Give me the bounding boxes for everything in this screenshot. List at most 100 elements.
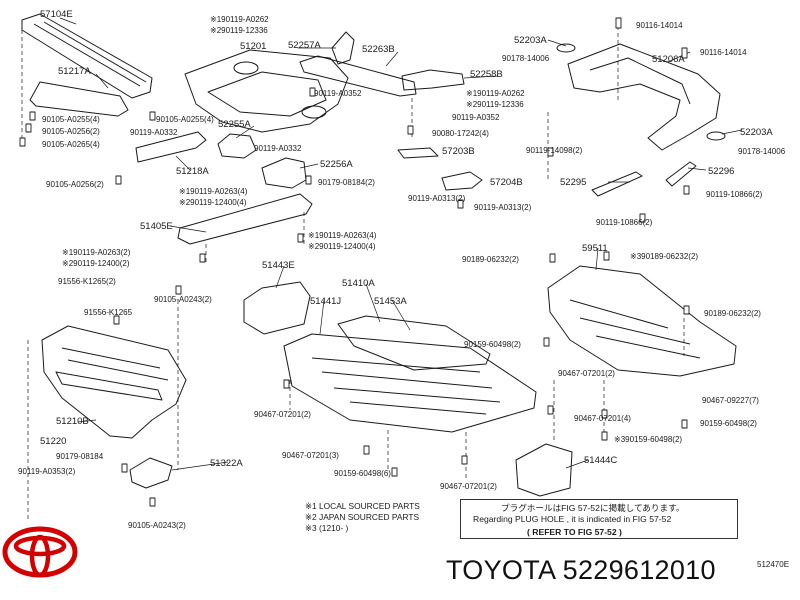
fastener-label: 90189-06232(2) bbox=[462, 255, 519, 264]
part-label: 52263B bbox=[362, 44, 395, 55]
part-51201-frame bbox=[184, 49, 349, 133]
part-51410a-ribs bbox=[311, 357, 501, 415]
legend-line: ※2 JAPAN SOURCED PARTS bbox=[305, 512, 420, 522]
note-jp: プラグホールはFIG 57-52に掲載してあります。 bbox=[501, 503, 685, 513]
part-label: 51441J bbox=[310, 296, 342, 307]
legend-line: ※1 LOCAL SOURCED PARTS bbox=[305, 501, 420, 511]
legend-line: ※3 (1210- ) bbox=[305, 523, 349, 533]
fastener-label: 90119-A0313(2) bbox=[474, 203, 532, 212]
part-51220-ribs bbox=[61, 347, 169, 381]
note-en: Regarding PLUG HOLE , it is indicated in… bbox=[473, 514, 672, 524]
part-label: 51444C bbox=[584, 455, 618, 466]
part-51453a bbox=[337, 315, 491, 371]
part-label: 52257A bbox=[288, 40, 321, 51]
part-51443e bbox=[243, 281, 311, 335]
fastener-label: 90119-10866(2) bbox=[706, 190, 763, 199]
part-label: 51217A bbox=[58, 66, 91, 77]
part-52295 bbox=[591, 171, 643, 197]
part-51206a bbox=[567, 43, 721, 151]
fastener-label: 90116-14014 bbox=[636, 21, 683, 30]
part-label: 51220 bbox=[40, 436, 67, 447]
note-ref: ( REFER TO FIG 57-52 ) bbox=[527, 527, 622, 537]
fastener-label: 90467-07201(2) bbox=[440, 482, 497, 491]
part-52203a-top bbox=[556, 43, 576, 53]
fastener-label: 90159-60498(6) bbox=[334, 469, 391, 478]
fastener-label: 90080-17242(4) bbox=[432, 129, 489, 138]
fastener-label: ※190119-A0263(4) bbox=[308, 231, 377, 240]
part-label: 52296 bbox=[708, 166, 735, 177]
part-57204b bbox=[441, 171, 483, 191]
fastener-label: 90105-A0256(2) bbox=[46, 180, 104, 189]
part-51405e bbox=[177, 193, 313, 245]
fastener-label: ※190119-A0262 bbox=[466, 89, 525, 98]
part-51206a-inner bbox=[589, 57, 691, 105]
part-57203b bbox=[397, 147, 439, 159]
fastener-label: 90105-A0243(2) bbox=[154, 295, 212, 304]
part-label: 52295 bbox=[560, 177, 587, 188]
part-51217a bbox=[29, 81, 129, 117]
part-label: 52255A bbox=[218, 119, 251, 130]
part-label: 52256A bbox=[320, 159, 353, 170]
fastener-label: 90105-A0255(4) bbox=[156, 115, 214, 124]
plug-hole-note: プラグホールはFIG 57-52に掲載してあります。 Regarding PLU… bbox=[460, 499, 738, 539]
fastener-label: ※290119-12336 bbox=[466, 100, 524, 109]
fastener-label: 90467-07201(3) bbox=[282, 451, 339, 460]
part-label: 57104E bbox=[40, 9, 73, 20]
part-label: 51405E bbox=[140, 221, 173, 232]
fastener-label: 90119-A0352 bbox=[452, 113, 500, 122]
part-label: 52258B bbox=[470, 69, 503, 80]
fastener-label: 90467-07201(4) bbox=[574, 414, 631, 423]
part-51444c bbox=[515, 443, 573, 497]
part-52255a bbox=[217, 133, 257, 159]
part-label: 51453A bbox=[374, 296, 407, 307]
part-label: 51206A bbox=[652, 54, 685, 65]
part-label: 51210B bbox=[56, 416, 89, 427]
part-51210b bbox=[55, 371, 163, 401]
fastener-label: 90119-A0352 bbox=[314, 89, 362, 98]
fastener-label: ※190119-A0263(4) bbox=[179, 187, 248, 196]
fastener-label: ※390189-06232(2) bbox=[630, 252, 699, 261]
fastener-label: 90105-A0243(2) bbox=[128, 521, 186, 530]
part-51322a bbox=[129, 457, 173, 489]
fastener-label: 90119-A0313(2) bbox=[408, 194, 466, 203]
fastener-label: 90467-07201(2) bbox=[254, 410, 311, 419]
fastener-label: 90178-14006 bbox=[502, 54, 550, 63]
fastener-label: 90119-10866(2) bbox=[596, 218, 653, 227]
dashed-reference-lines bbox=[21, 26, 685, 520]
part-label: 51201 bbox=[240, 41, 267, 52]
part-label: 51322A bbox=[210, 458, 243, 469]
part-59511-ribs bbox=[569, 299, 701, 359]
part-label: 52203A bbox=[740, 127, 773, 138]
bolt-fasteners bbox=[19, 17, 690, 507]
fastener-label: 90159-60498(2) bbox=[464, 340, 521, 349]
part-label: 59511 bbox=[582, 243, 608, 254]
fastener-label: ※390159-60498(2) bbox=[614, 435, 683, 444]
part-52296 bbox=[665, 161, 697, 187]
fastener-label: 91556-K1265 bbox=[84, 308, 133, 317]
part-57104e-bar bbox=[21, 13, 153, 99]
fastener-label: 90119-A0332 bbox=[254, 144, 302, 153]
part-52263b bbox=[299, 55, 417, 97]
fastener-label: 90105-A0265(4) bbox=[42, 140, 100, 149]
fastener-label: 90105-A0255(4) bbox=[42, 115, 100, 124]
fastener-label: 90119-A0332 bbox=[130, 128, 178, 137]
fastener-label: 90105-A0256(2) bbox=[42, 127, 100, 136]
toyota-logo-icon bbox=[2, 526, 78, 578]
part-52258b bbox=[401, 69, 465, 91]
part-label: 51410A bbox=[342, 278, 375, 289]
fastener-label: 90179-08184 bbox=[56, 452, 104, 461]
part-label: 52203A bbox=[514, 35, 547, 46]
part-52256a bbox=[261, 157, 307, 189]
fastener-label: ※290119-12336 bbox=[210, 26, 268, 35]
part-52203a-bottom bbox=[706, 131, 726, 141]
fastener-label: 90116-14014 bbox=[700, 48, 747, 57]
fastener-label: ※190119-A0263(2) bbox=[62, 248, 131, 257]
fastener-label: 90179-08184(2) bbox=[318, 178, 375, 187]
part-51201-inner bbox=[207, 71, 327, 117]
part-label: 57204B bbox=[490, 177, 523, 188]
page-title: TOYOTA 5229612010 bbox=[446, 555, 716, 585]
fastener-label: 91556-K1265(2) bbox=[58, 277, 116, 286]
fastener-label: 90178-14006 bbox=[738, 147, 786, 156]
fastener-label: 90467-07201(2) bbox=[558, 369, 615, 378]
